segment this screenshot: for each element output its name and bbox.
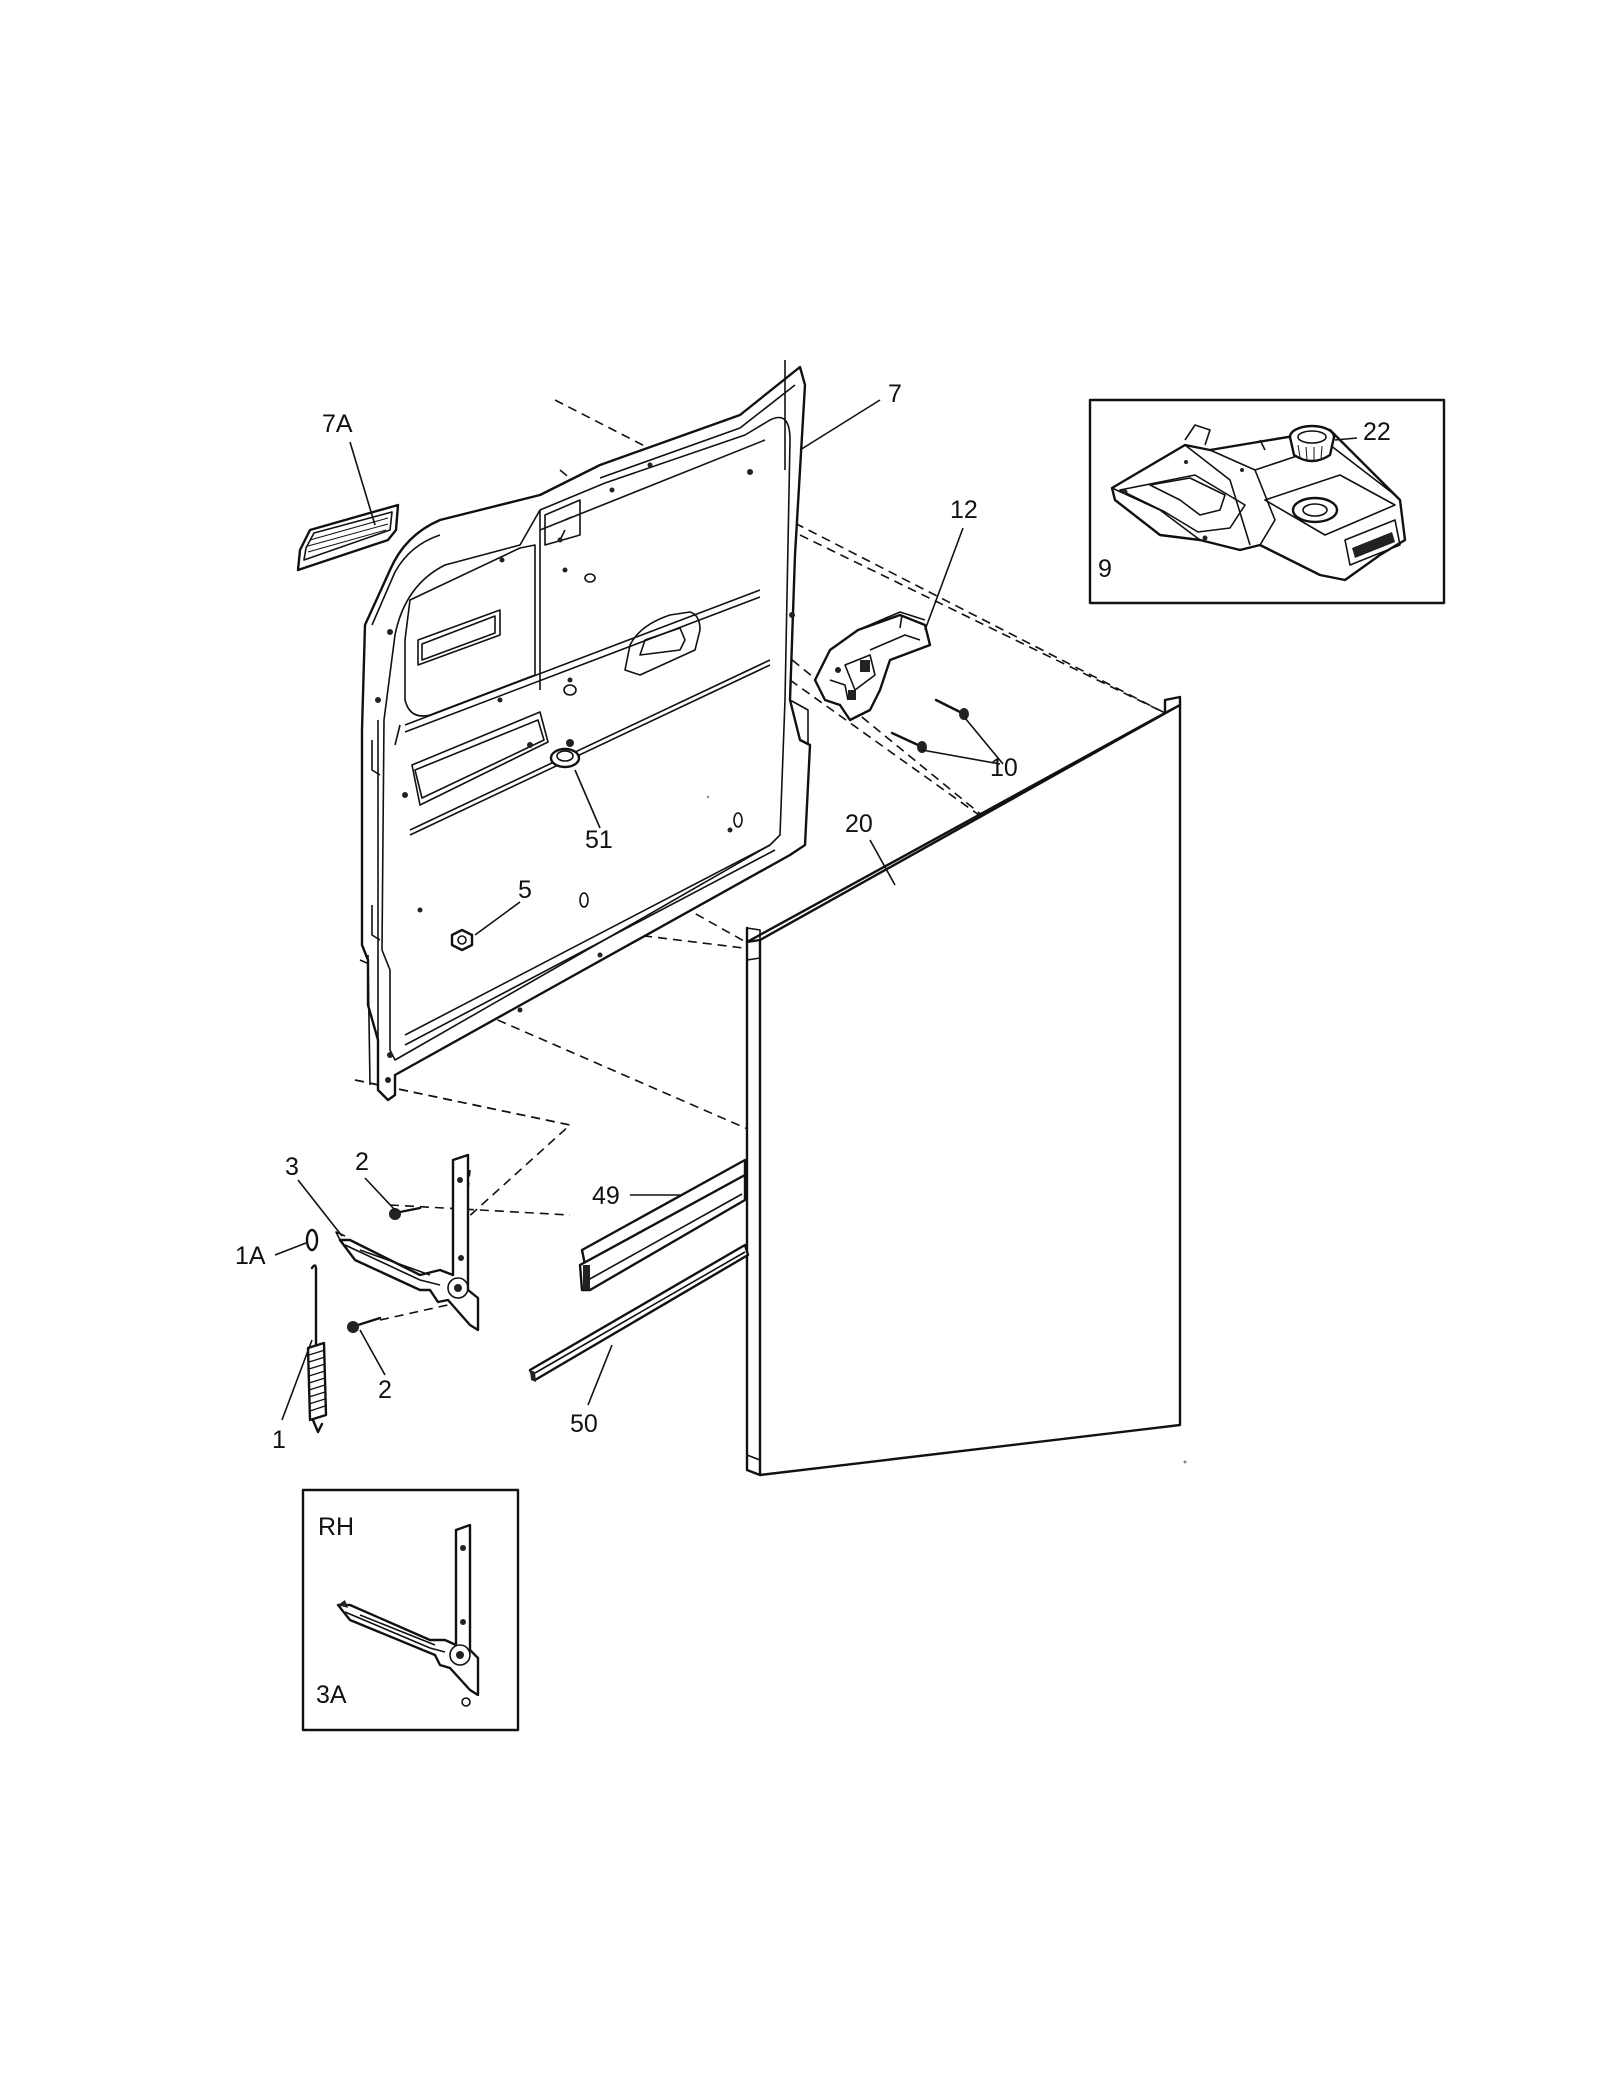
callout-2-upper: 2 (355, 1148, 369, 1176)
callout-22: 22 (1363, 418, 1391, 446)
callout-49: 49 (592, 1182, 620, 1210)
hinge-arm-icon (336, 1523, 480, 1707)
callout-12: 12 (950, 496, 978, 524)
trim-strip-50 (528, 1243, 750, 1382)
callout-5: 5 (518, 876, 532, 904)
door-spring-icon (305, 1228, 328, 1434)
callout-51: 51 (585, 826, 613, 854)
callout-labels: 7A 7 12 22 9 10 20 51 5 3 2 2 1A 1 49 50… (235, 380, 1391, 1709)
callout-7A: 7A (322, 410, 353, 438)
door-latch-icon (813, 611, 932, 722)
dispenser-inset (1088, 398, 1446, 605)
callout-1: 1 (272, 1426, 286, 1454)
outer-door-panel (745, 695, 1182, 1477)
speck (706, 795, 710, 799)
grommet-icon (549, 739, 581, 769)
screw-icon (347, 1206, 422, 1333)
screw-icon (890, 698, 969, 753)
trim-strip-49 (578, 1158, 747, 1292)
leader-lines (274, 399, 1358, 1421)
hinge-arm-icon (335, 1153, 480, 1332)
detergent-dispenser-icon (1110, 424, 1407, 582)
inner-door-frame (360, 360, 812, 1102)
rh-hinge-inset (301, 1488, 520, 1732)
callout-RH: RH (318, 1513, 354, 1541)
callout-50: 50 (570, 1410, 598, 1438)
callout-20: 20 (845, 810, 873, 838)
vent-grille-icon (296, 503, 400, 572)
callout-3: 3 (285, 1153, 299, 1181)
nut-icon (450, 928, 474, 952)
speck (1183, 1460, 1187, 1464)
callout-3A: 3A (316, 1681, 347, 1709)
callout-10: 10 (990, 754, 1018, 782)
callout-9: 9 (1098, 555, 1112, 583)
dispenser-cap-icon (1288, 424, 1336, 463)
callout-7: 7 (888, 380, 902, 408)
callout-2-lower: 2 (378, 1376, 392, 1404)
callout-1A: 1A (235, 1242, 266, 1270)
